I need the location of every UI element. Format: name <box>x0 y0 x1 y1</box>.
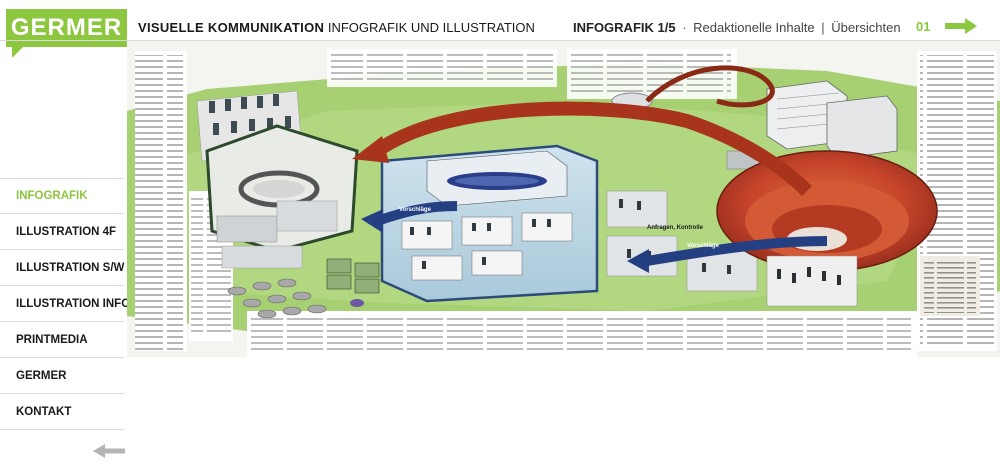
site-title-light: INFOGRAFIK UND ILLUSTRATION <box>327 20 535 35</box>
site-title: VISUELLE KOMMUNIKATION INFOGRAFIK UND IL… <box>138 20 535 35</box>
nav-top-divider <box>0 178 124 179</box>
round-tables <box>227 278 327 319</box>
logo-text: GERMER <box>10 14 123 41</box>
breadcrumb-dot: · <box>682 20 687 35</box>
nav-item-printmedia[interactable]: PRINTMEDIA <box>0 322 124 358</box>
nav-item-kontakt[interactable]: KONTAKT <box>0 394 124 430</box>
arrow-label-anfragen: Anfragen, Kontrolle <box>647 225 704 231</box>
breadcrumb-separator: | <box>821 20 825 35</box>
main-nav: INFOGRAFIK ILLUSTRATION 4F ILLUSTRATION … <box>0 178 130 430</box>
next-arrow-icon[interactable] <box>945 18 977 34</box>
infographic-illustration: Vorschläge Anfragen, Kontrolle Vorschläg… <box>127 49 1000 357</box>
red-flow-arrow <box>372 101 812 196</box>
logo-speech-tail <box>12 46 24 58</box>
site-title-bold: VISUELLE KOMMUNIKATION <box>138 20 325 35</box>
nav-item-illustration-sw[interactable]: ILLUSTRATION S/W <box>0 250 124 286</box>
nav-item-infografik[interactable]: INFOGRAFIK <box>0 178 124 214</box>
section-title: INFOGRAFIK 1/5 <box>573 20 676 35</box>
infographic-image[interactable]: Vorschläge Anfragen, Kontrolle Vorschläg… <box>127 41 1000 357</box>
breadcrumb-item-uebersichten[interactable]: Übersichten <box>831 20 901 35</box>
germer-logo[interactable]: GERMER <box>6 9 127 47</box>
breadcrumb: INFOGRAFIK 1/5 · Redaktionelle Inhalte |… <box>573 20 901 35</box>
nav-item-germer[interactable]: GERMER <box>0 358 124 394</box>
nav-item-illustration-info[interactable]: ILLUSTRATION INFO <box>0 286 130 322</box>
nav-item-illustration-4f[interactable]: ILLUSTRATION 4F <box>0 214 124 250</box>
conference-table <box>447 172 547 190</box>
arrow-label-vorschlaege-2: Vorschläge <box>687 243 720 249</box>
breadcrumb-item-redaktionelle[interactable]: Redaktionelle Inhalte <box>693 20 815 35</box>
back-arrow-icon[interactable] <box>93 444 125 458</box>
arrow-label-vorschlaege: Vorschläge <box>399 207 432 213</box>
page-number: 01 <box>916 19 931 34</box>
header-divider <box>0 40 1000 41</box>
blue-flow-arrow <box>646 236 828 266</box>
